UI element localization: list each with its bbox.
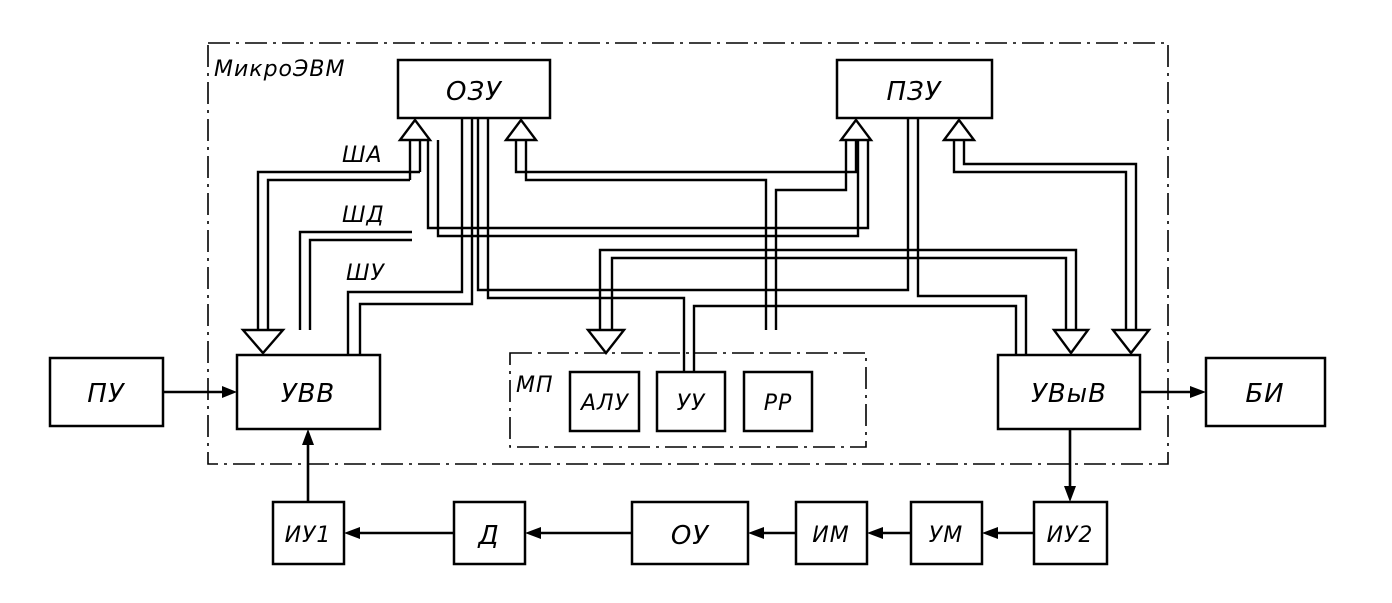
bus-arrowheads [240,118,1152,356]
control-panel-label: ПУ [87,379,126,409]
registers-block: РР [742,370,814,433]
sensor-block: Д [452,500,527,566]
indicator-label: БИ [1245,379,1284,409]
signal-arrows [163,386,1206,539]
actuator-block: ИМ [794,500,869,566]
registers-label: РР [764,391,793,416]
alu-block: АЛУ [568,370,641,433]
control-object-label: ОУ [671,521,710,551]
arrow-object-to-sensor [525,527,541,539]
micro-computer-frame [207,42,1169,465]
arrow-actuator-to-object [748,527,764,539]
actuator-label: ИМ [812,523,849,548]
microprocessor-frame [509,352,867,448]
arrow-output-to-meter2 [1064,486,1076,502]
micro-computer-label: МикроЭВМ [214,57,345,82]
control-object-block: ОУ [630,500,750,566]
control-bus-label: ШУ [346,261,386,286]
arrow-amplifier-to-actuator [867,527,883,539]
address-bus [256,140,1138,330]
arrow-output-to-indicator [1190,386,1206,398]
ram-label: ОЗУ [446,77,503,107]
amplifier-block: УМ [909,500,984,566]
meter-2-label: ИУ2 [1047,523,1094,548]
meter-2-block: ИУ2 [1032,500,1109,566]
control-bus [346,118,1028,372]
arrow-meter2-to-amplifier [982,527,998,539]
data-bus [298,140,1078,330]
output-unit-label: УВыВ [1031,379,1107,409]
alu-label: АЛУ [579,391,630,416]
indicator-block: БИ [1204,356,1327,428]
input-unit-block: УВВ [235,353,382,431]
arrow-panel-to-input [222,386,237,398]
rom-block: ПЗУ [835,58,994,120]
amplifier-label: УМ [929,523,963,548]
meter-1-label: ИУ1 [285,523,332,548]
ram-block: ОЗУ [396,58,552,120]
microprocessor-label: МП [516,373,554,398]
control-unit-label: УУ [677,391,706,416]
input-unit-label: УВВ [281,379,336,409]
address-bus-label: ША [342,143,383,168]
arrow-meter1-to-input [302,429,314,445]
control-unit-block: УУ [655,370,727,433]
control-panel-block: ПУ [48,356,165,428]
arrow-sensor-to-meter1 [344,527,360,539]
rom-label: ПЗУ [886,77,942,107]
meter-1-block: ИУ1 [271,500,346,566]
data-bus-label: ШД [342,203,385,228]
output-unit-block: УВыВ [996,353,1142,431]
sensor-label: Д [477,521,499,551]
